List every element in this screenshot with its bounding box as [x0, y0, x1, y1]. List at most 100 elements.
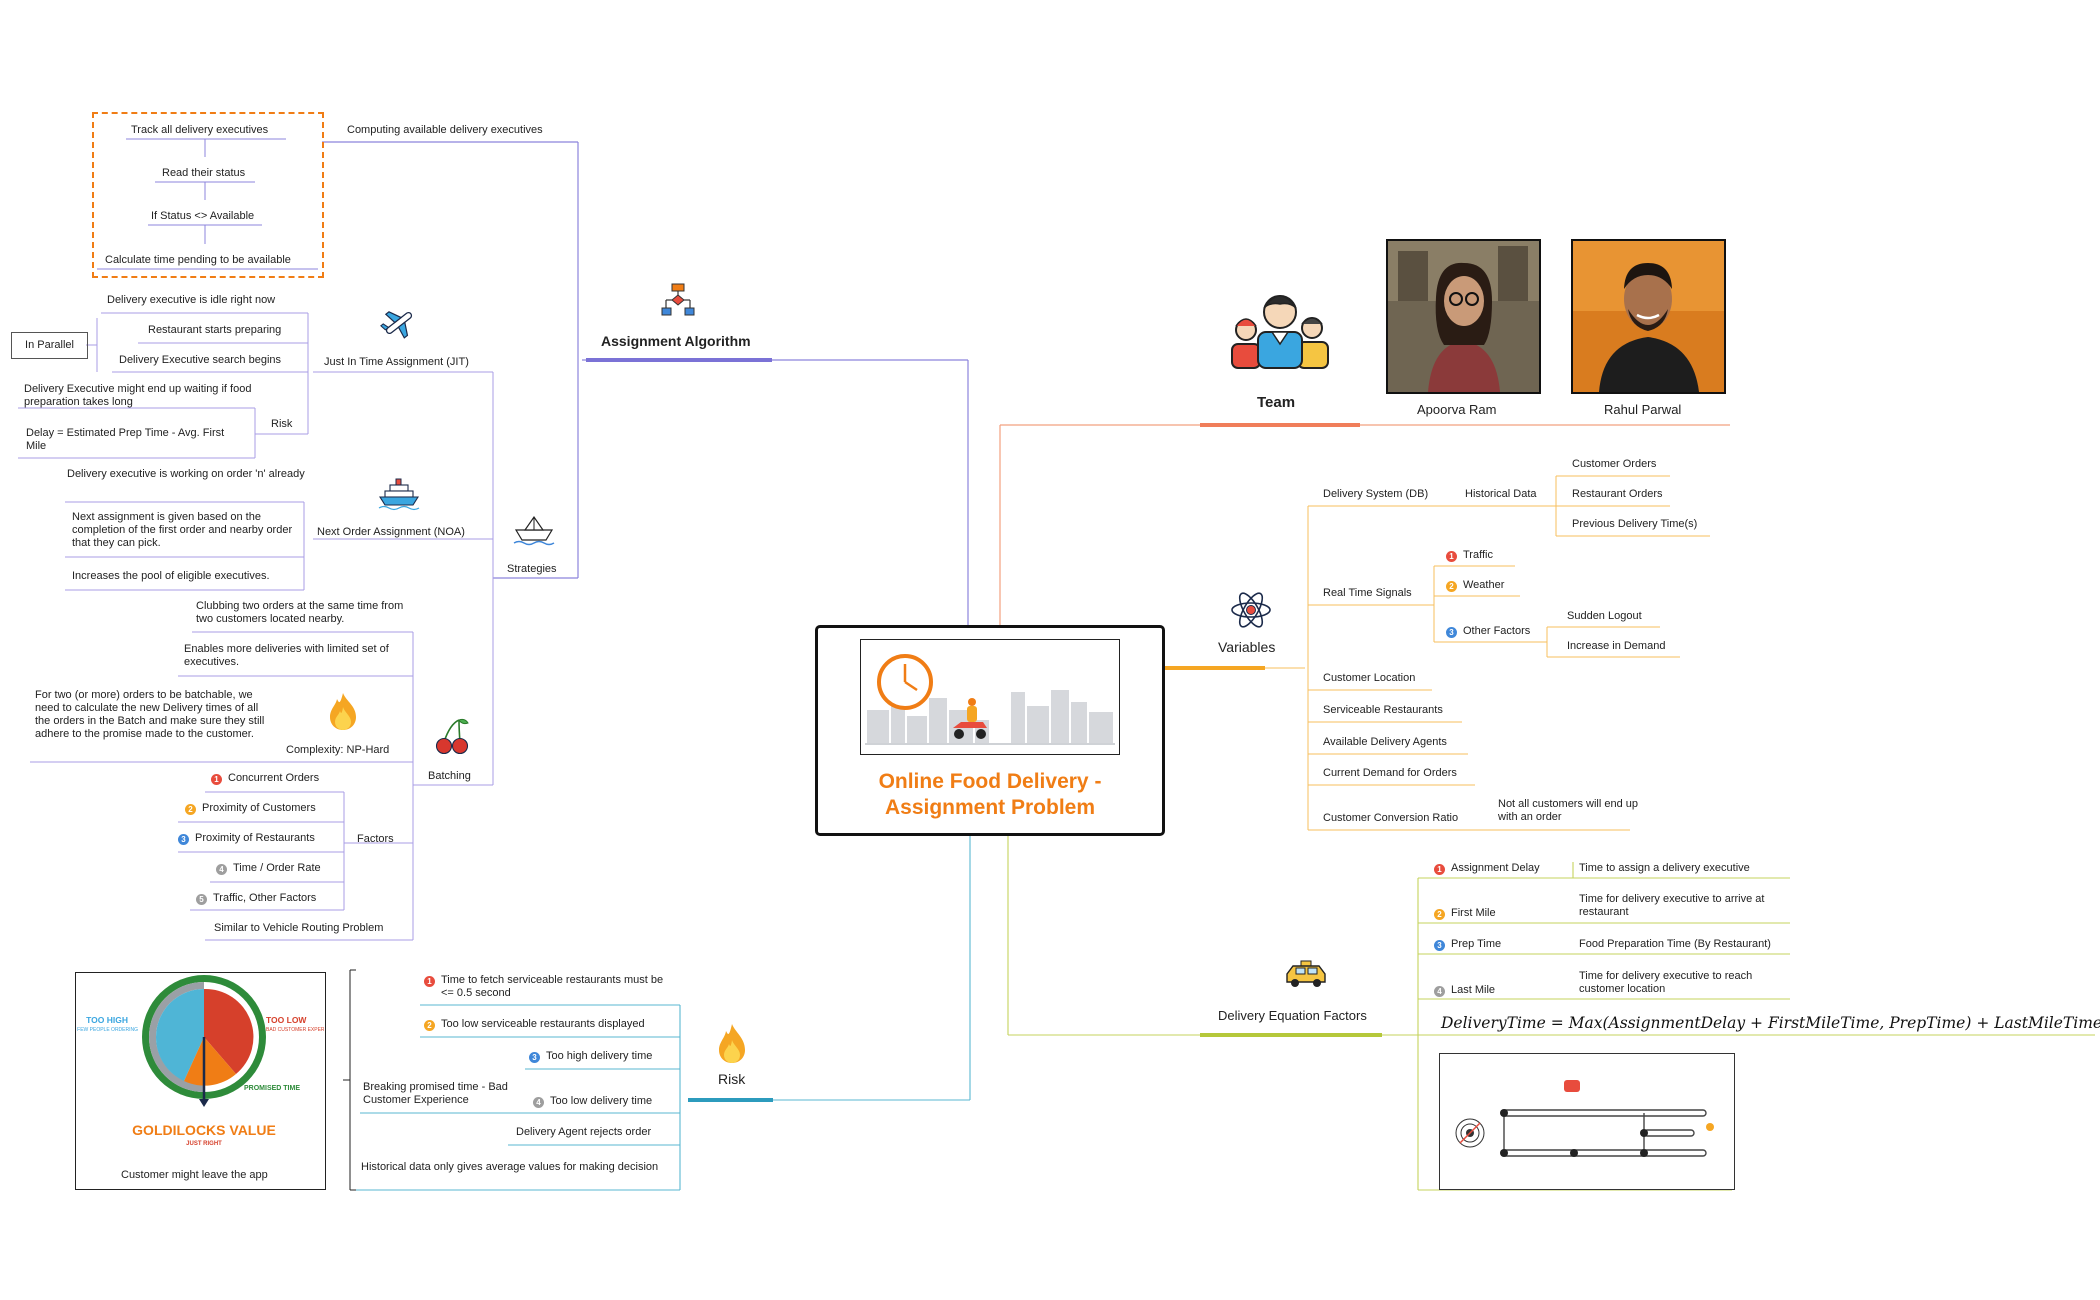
noa-title: Next Order Assignment (NOA) [317, 526, 465, 538]
central-topic[interactable]: Online Food Delivery - Assignment Proble… [815, 625, 1165, 836]
noa-item-next: Next assignment is given based on the co… [72, 511, 293, 549]
var-previous-delivery: Previous Delivery Time(s) [1572, 518, 1698, 530]
algo-step-calc: Calculate time pending to be available [105, 254, 291, 266]
promised-time-label: PROMISED TIME [244, 1085, 300, 1092]
var-sudden-logout: Sudden Logout [1567, 610, 1642, 622]
member-photo-apoorva [1386, 239, 1541, 394]
number-2-icon: 2 [1446, 581, 1457, 592]
algo-computing: Computing available delivery executives [347, 124, 543, 136]
number-4-icon: 4 [216, 864, 227, 875]
delivery-route-diagram [1439, 1053, 1735, 1190]
team-title: Team [1257, 394, 1296, 411]
team-icon [1228, 284, 1332, 375]
jit-item-preparing: Restaurant starts preparing [148, 324, 282, 336]
jit-risk-delay: Delay = Estimated Prep Time - Avg. First… [26, 427, 225, 452]
batching-label: Batching [428, 770, 471, 782]
number-2-icon: 2 [1434, 909, 1445, 920]
cruise-ship-icon [378, 477, 420, 516]
number-4-icon: 4 [533, 1097, 544, 1108]
noa-item-pool: Increases the pool of eligible executive… [72, 570, 270, 582]
var-conversion-note: Not all customers will end up with an or… [1498, 798, 1639, 823]
batching-vrp: Similar to Vehicle Routing Problem [214, 922, 384, 934]
algorithm-steps-frame [92, 112, 324, 278]
risk-breaking-promise: Breaking promised time - Bad Customer Ex… [363, 1081, 508, 1106]
risk-leave-app: Customer might leave the app [121, 1169, 268, 1181]
airplane-icon [380, 304, 418, 347]
number-1-icon: 1 [424, 976, 435, 987]
var-customer-location: Customer Location [1323, 672, 1416, 684]
factors-label: Factors [357, 833, 394, 845]
number-3-icon: 3 [1446, 627, 1457, 638]
number-1-icon: 1 [1434, 864, 1445, 875]
eq-prep-time-desc: Food Preparation Time (By Restaurant) [1579, 938, 1771, 950]
central-title-line-1: Online Food Delivery - [878, 770, 1102, 793]
number-2-icon: 2 [185, 804, 196, 815]
number-3-icon: 3 [1434, 940, 1445, 951]
jit-item-search: Delivery Executive search begins [119, 354, 282, 366]
equation-title: Delivery Equation Factors [1218, 1008, 1367, 1023]
jit-title: Just In Time Assignment (JIT) [324, 356, 469, 368]
complexity-label: Complexity: NP-Hard [286, 744, 390, 756]
cherries-icon [432, 716, 472, 761]
atom-icon [1229, 588, 1273, 637]
risk-title: Risk [718, 1071, 746, 1087]
eq-first-mile-desc: Time for delivery executive to arrive at… [1579, 893, 1765, 918]
var-current-demand: Current Demand for Orders [1323, 767, 1457, 779]
noa-item-working: Delivery executive is working on order '… [67, 468, 305, 480]
fire-icon [326, 691, 360, 736]
too-high-label: TOO HIGH [86, 1015, 128, 1025]
goldilocks-sub: JUST RIGHT [186, 1141, 222, 1147]
goldilocks-image: TOO HIGH VERY FEW PEOPLE ORDERING TOO LO… [62, 972, 340, 1190]
variables-title: Variables [1218, 639, 1276, 655]
goldilocks-title: GOLDILOCKS VALUE [132, 1122, 276, 1138]
var-customer-orders: Customer Orders [1572, 458, 1657, 470]
algo-step-track: Track all delivery executives [131, 124, 269, 136]
strategies-label: Strategies [507, 563, 557, 575]
number-3-icon: 3 [178, 834, 189, 845]
jit-risk-waiting: Delivery Executive might end up waiting … [24, 383, 252, 408]
risk-historical: Historical data only gives average value… [361, 1161, 659, 1173]
number-1-icon: 1 [211, 774, 222, 785]
too-high-sub: VERY FEW PEOPLE ORDERING [76, 1027, 138, 1033]
var-available-agents: Available Delivery Agents [1323, 736, 1447, 748]
algo-step-read: Read their status [162, 167, 246, 179]
var-restaurant-orders: Restaurant Orders [1572, 488, 1663, 500]
risk-fire-icon [715, 1022, 749, 1069]
number-1-icon: 1 [1446, 551, 1457, 562]
var-historical-data: Historical Data [1465, 488, 1537, 500]
var-delivery-system: Delivery System (DB) [1323, 488, 1429, 500]
too-low-sub: BAD CUSTOMER EXPERIENCE [266, 1027, 324, 1033]
number-4-icon: 4 [1434, 986, 1445, 997]
too-low-label: TOO LOW [266, 1015, 307, 1025]
eq-last-mile-desc: Time for delivery executive to reach cus… [1579, 970, 1753, 995]
eq-assignment-delay-desc: Time to assign a delivery executive [1579, 862, 1750, 874]
algo-step-if: If Status <> Available [151, 210, 255, 222]
number-5-icon: 5 [196, 894, 207, 905]
var-increase-demand: Increase in Demand [1567, 640, 1666, 652]
jit-risk-label: Risk [271, 418, 293, 430]
taxi-icon [1283, 960, 1329, 993]
risk-agent-rejects: Delivery Agent rejects order [516, 1126, 652, 1138]
assignment-algorithm-title: Assignment Algorithm [601, 333, 751, 349]
delivery-illustration [860, 639, 1120, 755]
member-name-apoorva: Apoorva Ram [1417, 402, 1497, 417]
number-2-icon: 2 [424, 1020, 435, 1031]
paper-boat-icon [512, 514, 556, 553]
batching-item-clubbing: Clubbing two orders at the same time fro… [196, 600, 404, 625]
var-conversion-ratio: Customer Conversion Ratio [1323, 812, 1459, 824]
